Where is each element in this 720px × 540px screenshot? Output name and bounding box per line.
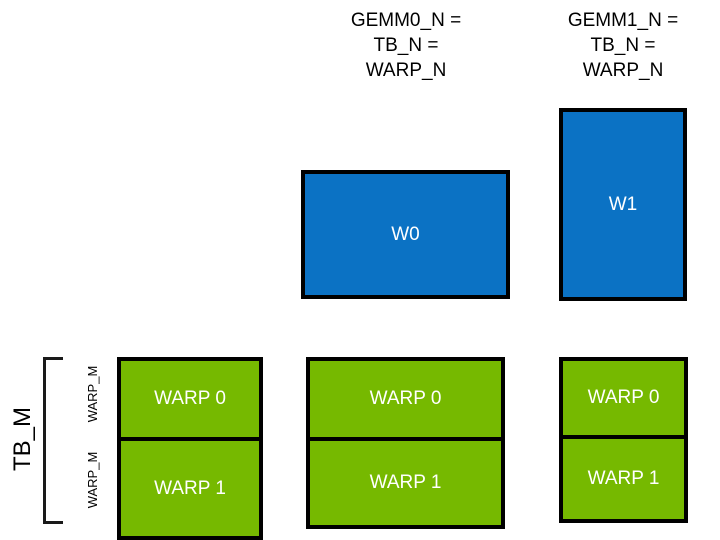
- axis-label-tb-m: TB_M: [9, 407, 36, 472]
- green-stack-right: WARP 0 WARP 1: [559, 357, 688, 523]
- green-cell-warp0: WARP 0: [306, 357, 505, 441]
- caption-gemm1-n: GEMM1_N = TB_N = WARP_N: [567, 10, 679, 81]
- axis-label-warp-m-lower: WARP_M: [85, 451, 100, 509]
- blue-box-w1: W1: [559, 108, 687, 301]
- tb-m-brace: [43, 357, 63, 524]
- green-cell-warp1: WARP 1: [117, 439, 263, 540]
- green-cell-warp1: WARP 1: [559, 437, 688, 523]
- axis-label-warp-m-upper: WARP_M: [85, 365, 100, 423]
- green-cell-warp0: WARP 0: [559, 357, 688, 439]
- green-stack-middle: WARP 0 WARP 1: [306, 357, 505, 529]
- green-cell-warp0: WARP 0: [117, 357, 263, 441]
- caption-gemm0-n: GEMM0_N = TB_N = WARP_N: [350, 10, 462, 81]
- blue-box-w0: W0: [301, 170, 510, 299]
- green-stack-left: WARP 0 WARP 1: [117, 357, 263, 540]
- green-cell-warp1: WARP 1: [306, 439, 505, 529]
